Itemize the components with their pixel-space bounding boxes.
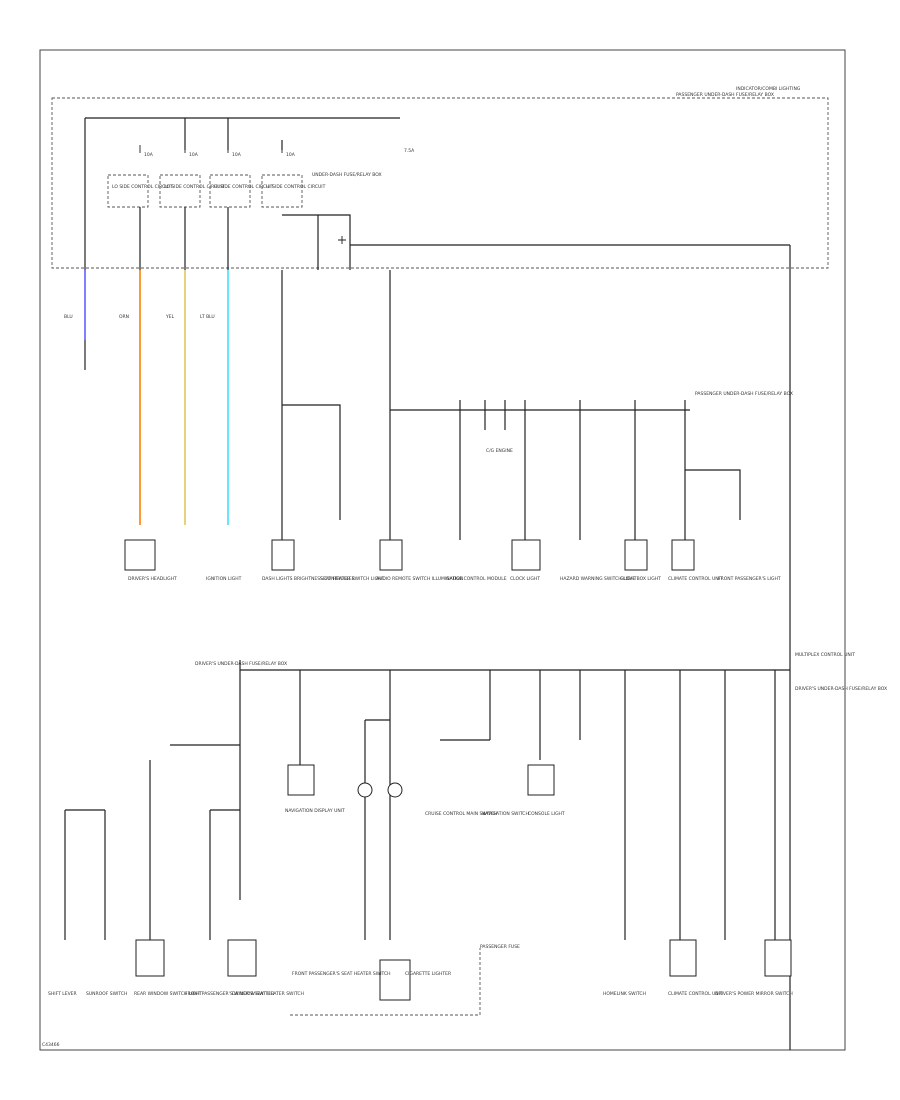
bottom-left-label: DRIVER'S UNDER-DASH FUSE/RELAY BOX	[195, 661, 287, 667]
svg-text:DRIVER'S SEAT HEATER SWITCH: DRIVER'S SEAT HEATER SWITCH	[232, 991, 304, 997]
svg-text:CLIMATE CONTROL UNIT: CLIMATE CONTROL UNIT	[668, 576, 723, 582]
box-note: UNDER-DASH FUSE/RELAY BOX	[312, 172, 382, 178]
wire-label-ltblu: LT BLU	[200, 314, 215, 320]
svg-text:AUDIO REMOTE SWITCH ILLUMINATI: AUDIO REMOTE SWITCH ILLUMINATION	[376, 576, 463, 582]
right-label-2: MULTIPLEX CONTROL UNIT	[795, 652, 855, 658]
svg-text:10A: 10A	[144, 152, 154, 158]
svg-text:DRIVER'S POWER MIRROR SWITCH: DRIVER'S POWER MIRROR SWITCH	[715, 991, 793, 997]
svg-text:DRIVER'S HEADLIGHT: DRIVER'S HEADLIGHT	[128, 576, 177, 582]
svg-text:CONSOLE LIGHT: CONSOLE LIGHT	[528, 811, 565, 817]
fuse-row: 10A 10A 10A 10A 7.5A	[139, 145, 415, 158]
right-label-1: PASSENGER UNDER-DASH FUSE/RELAY BOX	[695, 391, 793, 397]
svg-text:SHIFT LEVER: SHIFT LEVER	[48, 991, 77, 997]
svg-text:GAUGE CONTROL MODULE: GAUGE CONTROL MODULE	[446, 576, 507, 582]
svg-text:FRONT PASSENGER'S LIGHT: FRONT PASSENGER'S LIGHT	[718, 576, 781, 582]
svg-text:DASH LIGHTS BRIGHTNESS CONTROL: DASH LIGHTS BRIGHTNESS CONTROLLER	[262, 576, 355, 582]
header-line1: INDICATOR/COMBI LIGHTING	[736, 86, 801, 92]
wire-label-yel: YEL	[165, 314, 175, 320]
svg-text:CLOCK LIGHT: CLOCK LIGHT	[510, 576, 540, 582]
fuse-box-outline	[51, 97, 829, 269]
svg-text:GLOVE BOX LIGHT: GLOVE BOX LIGHT	[620, 576, 661, 582]
diagram-frame	[39, 49, 846, 1051]
svg-text:SUNROOF SWITCH: SUNROOF SWITCH	[86, 991, 127, 997]
svg-text:SEAT HEATER SWITCH LIGHT: SEAT HEATER SWITCH LIGHT	[320, 576, 384, 582]
svg-text:HI SIDE CONTROL CIRCUIT: HI SIDE CONTROL CIRCUIT	[214, 184, 274, 190]
svg-text:IGNITION LIGHT: IGNITION LIGHT	[206, 576, 242, 582]
svg-text:HI SIDE CONTROL CIRCUIT: HI SIDE CONTROL CIRCUIT	[266, 184, 326, 190]
svg-text:LO SIDE CONTROL CIRCUIT: LO SIDE CONTROL CIRCUIT	[112, 184, 173, 190]
bottom-components: SHIFT LEVER SUNROOF SWITCH REAR WINDOW S…	[48, 764, 793, 1001]
svg-text:7.5A: 7.5A	[404, 148, 415, 154]
svg-text:NAVIGATION DISPLAY UNIT: NAVIGATION DISPLAY UNIT	[285, 808, 345, 814]
colored-wires	[84, 270, 229, 525]
svg-text:CIGARETTE LIGHTER: CIGARETTE LIGHTER	[405, 971, 451, 977]
svg-text:NAVIGATION SWITCH: NAVIGATION SWITCH	[482, 811, 529, 817]
svg-text:10A: 10A	[286, 152, 296, 158]
svg-text:FRONT PASSENGER'S WINDOW SWITC: FRONT PASSENGER'S WINDOW SWITCH	[185, 991, 274, 997]
svg-text:C/G ENGINE: C/G ENGINE	[486, 448, 513, 454]
svg-text:10A: 10A	[232, 152, 242, 158]
header-line2: PASSENGER UNDER-DASH FUSE/RELAY BOX	[676, 92, 774, 98]
bottom-right-label: DRIVER'S UNDER-DASH FUSE/RELAY BOX	[795, 686, 887, 692]
wire-label-orn: ORN	[119, 314, 129, 320]
svg-text:HOMELINK SWITCH: HOMELINK SWITCH	[603, 991, 646, 997]
svg-text:CLIMATE CONTROL UNIT: CLIMATE CONTROL UNIT	[668, 991, 723, 997]
svg-text:HAZARD WARNING SWITCH LIGHT: HAZARD WARNING SWITCH LIGHT	[560, 576, 637, 582]
top-components: DRIVER'S HEADLIGHT IGNITION LIGHT DASH L…	[124, 539, 781, 582]
relay-blocks: LO SIDE CONTROL CIRCUIT LO SIDE CONTROL …	[107, 174, 326, 208]
footer-code: C43466	[42, 1042, 60, 1048]
svg-text:LO SIDE CONTROL CIRCUIT: LO SIDE CONTROL CIRCUIT	[164, 184, 225, 190]
svg-text:CRUISE CONTROL MAIN SWITCH: CRUISE CONTROL MAIN SWITCH	[425, 811, 497, 817]
bottom-note: PASSENGER FUSE	[480, 944, 520, 950]
wire-label-blu: BLU	[64, 314, 73, 320]
svg-text:10A: 10A	[189, 152, 199, 158]
svg-text:REAR WINDOW SWITCH LIGHT: REAR WINDOW SWITCH LIGHT	[134, 991, 202, 997]
svg-text:FRONT PASSENGER'S SEAT HEATER: FRONT PASSENGER'S SEAT HEATER SWITCH	[292, 971, 391, 977]
